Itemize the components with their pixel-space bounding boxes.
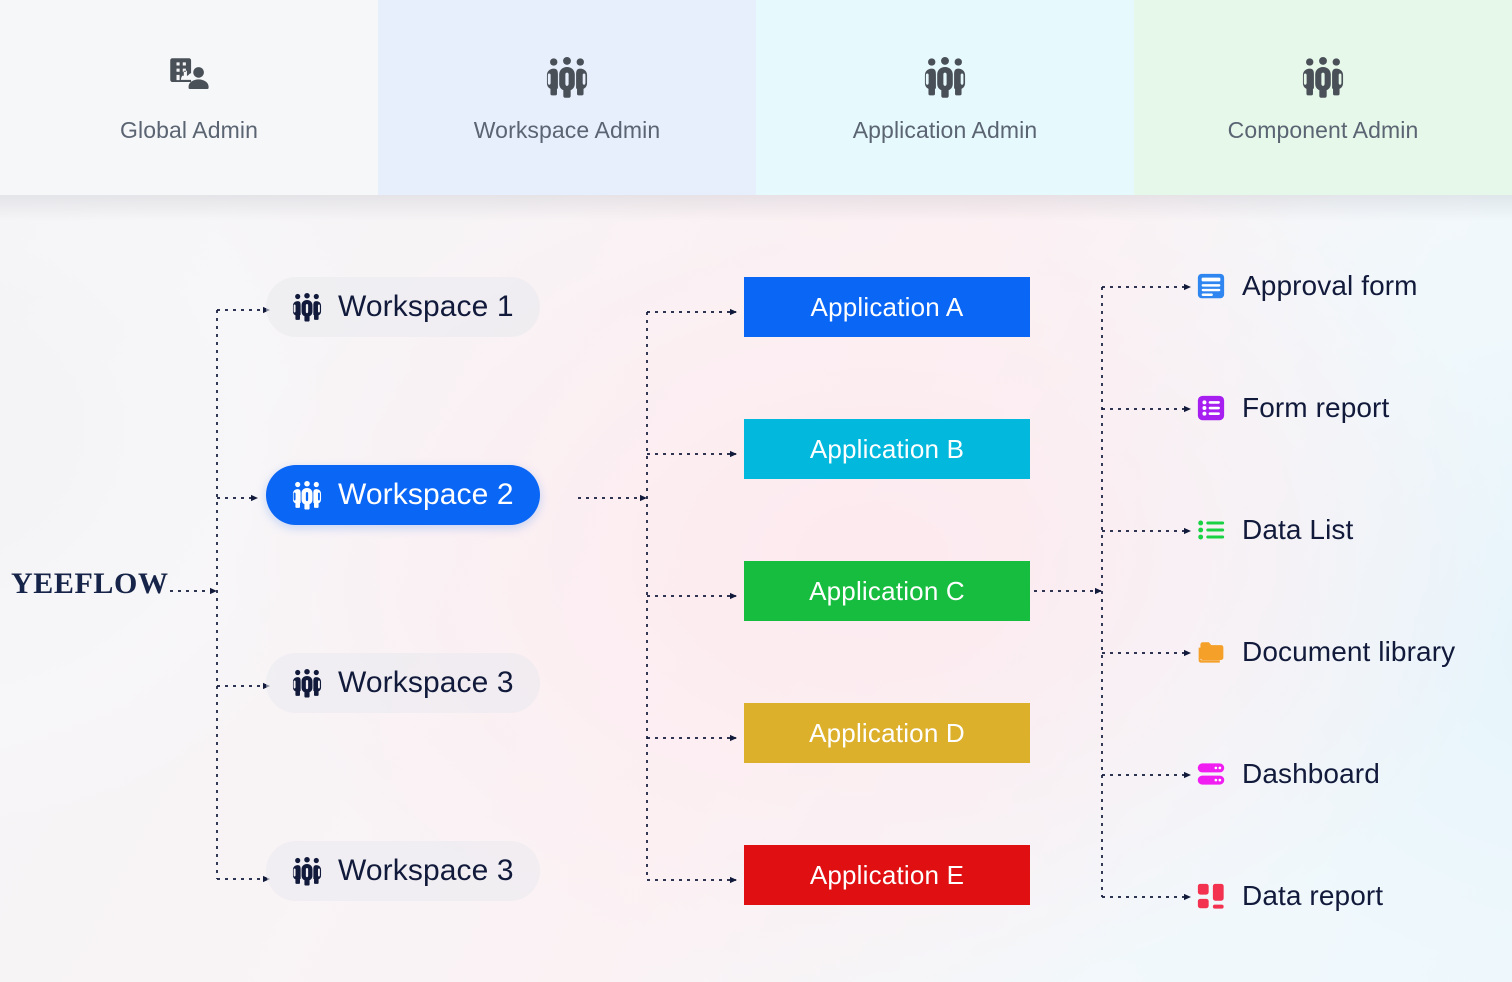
- users-group-icon: [290, 292, 324, 322]
- workspace-node-3[interactable]: Workspace 3: [266, 653, 540, 713]
- form-report-icon: [1196, 393, 1226, 423]
- header-label: Application Admin: [852, 117, 1038, 143]
- header-column-global-admin[interactable]: Global Admin: [0, 0, 378, 195]
- application-label: Application C: [809, 575, 965, 606]
- component-node-document-library[interactable]: Document library: [1196, 636, 1455, 668]
- document-library-icon: [1196, 637, 1226, 667]
- users-group-icon: [290, 480, 324, 510]
- header-column-application-admin[interactable]: Application Admin: [756, 0, 1134, 195]
- brand-logo: YEEFLOW: [11, 567, 169, 600]
- workspace-node-4[interactable]: Workspace 3: [266, 841, 540, 901]
- component-node-approval-form[interactable]: Approval form: [1196, 270, 1418, 302]
- workspace-node-1[interactable]: Workspace 1: [266, 277, 540, 337]
- application-label: Application A: [810, 291, 964, 322]
- application-label: Application D: [809, 717, 965, 748]
- admin-roles-header: Global Admin Workspace Admin: [0, 0, 1512, 195]
- component-label: Form report: [1242, 392, 1390, 423]
- users-group-icon: [1297, 51, 1349, 103]
- component-node-data-report[interactable]: Data report: [1196, 880, 1383, 912]
- application-box-e[interactable]: Application E: [744, 845, 1030, 905]
- building-user-icon: [163, 51, 215, 103]
- component-label: Document library: [1242, 636, 1456, 667]
- workspace-node-2[interactable]: Workspace 2: [266, 465, 540, 525]
- header-label: Workspace Admin: [473, 117, 661, 143]
- header-column-component-admin[interactable]: Component Admin: [1134, 0, 1512, 195]
- data-report-icon: [1196, 881, 1226, 911]
- application-box-a[interactable]: Application A: [744, 277, 1030, 337]
- application-label: Application B: [809, 433, 965, 464]
- workspace-label: Workspace 2: [338, 478, 514, 511]
- application-label: Application E: [809, 859, 965, 890]
- data-list-icon: [1196, 515, 1226, 545]
- workspace-label: Workspace 1: [338, 290, 514, 323]
- application-box-b[interactable]: Application B: [744, 419, 1030, 479]
- approval-form-icon: [1196, 271, 1226, 301]
- workspace-label: Workspace 3: [338, 666, 514, 699]
- users-group-icon: [919, 51, 971, 103]
- header-label: Component Admin: [1227, 117, 1419, 143]
- component-label: Dashboard: [1242, 758, 1380, 789]
- application-box-d[interactable]: Application D: [744, 703, 1030, 763]
- header-label: Global Admin: [120, 117, 258, 143]
- component-node-data-list[interactable]: Data List: [1196, 514, 1353, 546]
- component-label: Data List: [1242, 514, 1354, 545]
- component-node-form-report[interactable]: Form report: [1196, 392, 1389, 424]
- hierarchy-canvas: YEEFLOW Workspace 1: [0, 195, 1512, 982]
- header-column-workspace-admin[interactable]: Workspace Admin: [378, 0, 756, 195]
- users-group-icon: [290, 856, 324, 886]
- users-group-icon: [541, 51, 593, 103]
- component-label: Data report: [1242, 880, 1384, 911]
- component-node-dashboard[interactable]: Dashboard: [1196, 758, 1380, 790]
- application-box-c[interactable]: Application C: [744, 561, 1030, 621]
- component-label: Approval form: [1242, 270, 1418, 301]
- workspace-label: Workspace 3: [338, 854, 514, 887]
- dashboard-icon: [1196, 759, 1226, 789]
- users-group-icon: [290, 668, 324, 698]
